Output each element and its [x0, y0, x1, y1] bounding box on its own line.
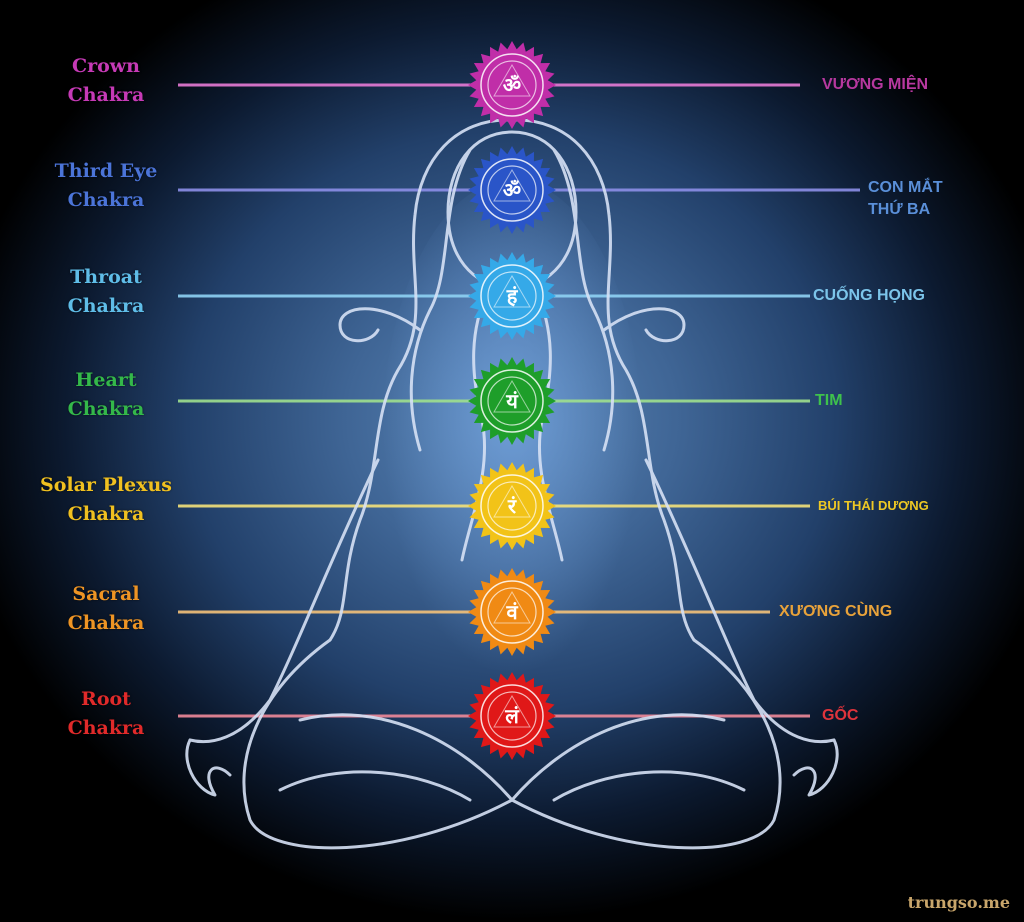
root-vietnamese-line-1: GỐC: [822, 707, 859, 724]
left-hand-outline: [185, 738, 232, 797]
third-eye-english-name: Third Eye: [54, 160, 158, 182]
root-english-name: Root: [81, 688, 131, 710]
sacral-vietnamese-line-1: XƯƠNG CÙNG: [779, 603, 893, 620]
right-shoulder-curl: [602, 307, 686, 343]
solar-plexus-vietnamese-line-1: BÚI THÁI DƯƠNG: [818, 498, 929, 513]
left-shoulder-curl: [338, 307, 422, 343]
root-chakra-emblem: लं: [468, 672, 556, 760]
left-arm-outline: [188, 458, 380, 744]
throat-english-name: Throat: [70, 266, 142, 288]
heart-vietnamese-label: TIM: [815, 390, 843, 412]
sacral-ring-inner: [487, 587, 537, 637]
throat-ring-outer: [480, 264, 544, 328]
solar-plexus-symbol: रं: [507, 494, 517, 518]
right-foot-outline: [552, 770, 746, 802]
sacral-english-name: Sacral: [72, 583, 140, 605]
crown-symbol: ॐ: [503, 73, 521, 97]
third-eye-english-suffix: Chakra: [67, 189, 145, 211]
third-eye-symbol: ॐ: [503, 178, 521, 202]
solar-plexus-ring-outer: [480, 474, 544, 538]
throat-ring-inner: [487, 271, 537, 321]
solar-plexus-english-suffix: Chakra: [67, 503, 145, 525]
root-ring-outer: [480, 684, 544, 748]
solar-plexus-yantra: [493, 485, 531, 518]
right-hand-outline: [792, 738, 839, 797]
solar-plexus-english-name: Solar Plexus: [40, 474, 172, 496]
throat-english-suffix: Chakra: [67, 295, 145, 317]
heart-english-suffix: Chakra: [67, 398, 145, 420]
third-eye-yantra: [493, 169, 531, 202]
crossed-legs-inner: [298, 713, 726, 802]
heart-symbol: यं: [505, 389, 519, 413]
third-eye-vietnamese-line-1: CON MẮT: [868, 179, 943, 196]
heart-ring-outer: [480, 369, 544, 433]
root-english-suffix: Chakra: [67, 717, 145, 739]
solar-plexus-vietnamese-label: BÚI THÁI DƯƠNG: [818, 495, 929, 517]
throat-symbol: हं: [506, 284, 519, 308]
third-eye-ring-outer: [480, 158, 544, 222]
inner-hair-right: [552, 148, 615, 452]
right-arm-outline: [644, 458, 836, 744]
throat-chakra-emblem: हं: [468, 252, 556, 340]
throat-yantra: [493, 275, 531, 308]
inner-hair-left: [409, 148, 472, 452]
sacral-vietnamese-label: XƯƠNG CÙNG: [779, 601, 892, 623]
crown-vietnamese-line-1: VƯƠNG MIỆN: [822, 76, 929, 93]
hair-right-outline: [510, 118, 696, 642]
crown-ring-outer: [480, 53, 544, 117]
root-symbol: लं: [504, 704, 520, 728]
third-eye-ring-inner: [487, 165, 537, 215]
crown-yantra: [493, 64, 531, 97]
crown-chakra-emblem: ॐ: [468, 41, 556, 129]
chakra-circles: ॐ ॐ हं यं रं वं लं: [468, 41, 556, 760]
heart-chakra-emblem: यं: [468, 357, 556, 445]
root-ring-inner: [487, 691, 537, 741]
third-eye-vietnamese-label: CON MẮT THỨ BA: [868, 177, 943, 221]
hair-left-outline: [328, 118, 514, 642]
sacral-chakra-emblem: वं: [468, 568, 556, 656]
crown-english-name: Crown: [72, 55, 140, 77]
sacral-ring-outer: [480, 580, 544, 644]
third-eye-vietnamese-line-2: THỨ BA: [868, 201, 931, 218]
left-foot-outline: [278, 770, 472, 802]
throat-vietnamese-line-1: CUỐNG HỌNG: [813, 287, 925, 304]
heart-vietnamese-line-1: TIM: [815, 392, 843, 409]
sacral-symbol: वं: [505, 600, 518, 624]
crown-vietnamese-label: VƯƠNG MIỆN: [822, 74, 928, 96]
solar-plexus-chakra-emblem: रं: [468, 462, 556, 550]
crown-english-suffix: Chakra: [67, 84, 145, 106]
throat-vietnamese-label: CUỐNG HỌNG: [813, 285, 925, 307]
solar-plexus-ring-inner: [487, 481, 537, 531]
heart-ring-inner: [487, 376, 537, 426]
root-yantra: [493, 695, 531, 728]
heart-yantra: [493, 380, 531, 413]
sacral-yantra: [493, 591, 531, 624]
third-eye-chakra-emblem: ॐ: [468, 146, 556, 234]
heart-english-name: Heart: [75, 369, 137, 391]
sacral-english-suffix: Chakra: [67, 612, 145, 634]
watermark: trungso.me: [907, 893, 1010, 912]
crown-ring-inner: [487, 60, 537, 110]
root-vietnamese-label: GỐC: [822, 705, 858, 727]
